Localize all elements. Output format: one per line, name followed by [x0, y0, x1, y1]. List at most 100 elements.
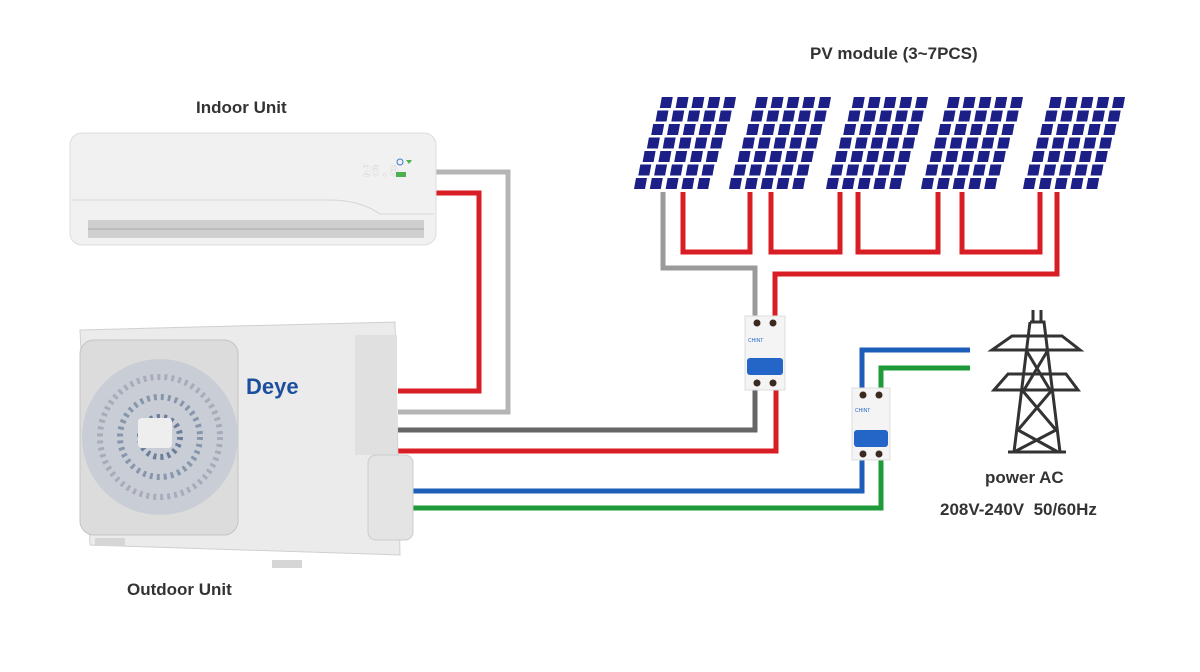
pv-panel	[1023, 97, 1125, 189]
pv-cell	[854, 137, 868, 149]
pv-cell	[694, 137, 708, 149]
pv-cell	[941, 164, 955, 176]
pv-cell	[1058, 164, 1072, 176]
pv-cell	[830, 164, 844, 176]
pv-cell	[776, 178, 790, 189]
pv-cell	[786, 97, 800, 108]
pv-cell	[658, 151, 672, 162]
pv-cell	[777, 124, 791, 135]
pv-string-red-2	[768, 192, 843, 255]
pv-cell	[793, 124, 807, 135]
pv-cell	[1038, 178, 1052, 189]
pv-cell	[949, 137, 963, 149]
pv-cell	[1099, 137, 1113, 149]
pv-cell	[867, 97, 881, 108]
pv-cell	[890, 124, 904, 135]
pv-cell	[1107, 110, 1121, 122]
pv-cell	[946, 97, 960, 108]
pv-cell	[662, 137, 676, 149]
pv-cell	[873, 178, 887, 189]
pv-cell	[705, 151, 719, 162]
pv-cell	[969, 124, 983, 135]
pv-cell	[886, 137, 900, 149]
pv-cell	[965, 137, 979, 149]
pv-cell	[915, 97, 928, 108]
pv-cell	[723, 97, 736, 108]
pv-cell	[857, 178, 871, 189]
dc-positive-wire	[398, 388, 779, 454]
power-tower-icon	[987, 310, 1085, 454]
pv-cell	[690, 151, 703, 162]
pv-cell	[750, 110, 764, 122]
pv-cell	[985, 124, 999, 135]
pv-cell	[797, 110, 811, 122]
pv-cell	[974, 110, 988, 122]
pv-cell	[889, 178, 903, 189]
pv-cell	[681, 178, 695, 189]
pv-cell	[678, 137, 692, 149]
pv-cell	[938, 124, 952, 135]
pv-cell	[1103, 124, 1117, 135]
pv-cell	[989, 110, 1003, 122]
pv-cell	[762, 124, 775, 135]
pv-negative-wire	[660, 192, 758, 318]
pv-cell	[863, 110, 877, 122]
pv-positive-wire	[772, 192, 1060, 318]
pv-cell	[877, 164, 891, 176]
pv-panel	[634, 97, 736, 189]
indoor-unit-label: Indoor Unit	[196, 98, 287, 117]
pv-cell	[766, 110, 780, 122]
pv-cell	[770, 97, 784, 108]
pv-cell	[674, 151, 688, 162]
pv-string-red-1	[680, 192, 753, 255]
pv-cell	[697, 178, 711, 189]
pv-cell	[1067, 137, 1081, 149]
pv-cell	[874, 124, 888, 135]
pv-cell	[954, 124, 967, 135]
pv-cell	[861, 164, 875, 176]
pv-cell	[1064, 97, 1078, 108]
ac-green-wire-grid	[878, 365, 970, 388]
pv-cell	[792, 178, 806, 189]
pv-cell	[1023, 178, 1036, 189]
pv-cell	[800, 151, 814, 162]
pv-cell	[929, 151, 943, 162]
pv-cell	[1076, 110, 1090, 122]
pv-cell	[744, 178, 758, 189]
pv-cell	[870, 137, 884, 149]
pv-cell	[809, 124, 823, 135]
pv-panel	[729, 97, 831, 189]
pv-cell	[780, 164, 794, 176]
pv-cell	[1056, 124, 1069, 135]
pv-cell	[669, 164, 683, 176]
pv-cell	[879, 110, 893, 122]
pv-cell	[1079, 151, 1092, 162]
pv-cell	[1070, 178, 1084, 189]
pv-cell	[893, 164, 907, 176]
pv-cell	[984, 178, 998, 189]
pv-cell	[782, 110, 796, 122]
pv-cell	[846, 164, 860, 176]
pv-cell	[942, 110, 956, 122]
indoor-unit: 26.0	[69, 132, 437, 246]
pv-cell	[1063, 151, 1077, 162]
pv-cell	[1112, 97, 1125, 108]
pv-cell	[1010, 97, 1023, 108]
pv-cell	[1091, 110, 1105, 122]
voltage-label: 208V-240V 50/60Hz	[940, 500, 1097, 519]
pv-cell	[968, 178, 982, 189]
pv-cell	[992, 151, 1006, 162]
mode-icon	[396, 158, 404, 166]
pv-cell	[646, 137, 660, 149]
pv-cell	[997, 137, 1011, 149]
wifi-icon	[406, 160, 412, 164]
ac-blue-wire-grid	[859, 347, 970, 388]
pv-cell	[764, 164, 778, 176]
pv-string-red-4	[959, 192, 1043, 255]
pv-cell	[1031, 151, 1045, 162]
pv-cell	[1074, 164, 1088, 176]
pv-cell	[638, 164, 652, 176]
pv-cell	[741, 137, 755, 149]
pv-cell	[961, 151, 975, 162]
pv-cell	[813, 110, 827, 122]
